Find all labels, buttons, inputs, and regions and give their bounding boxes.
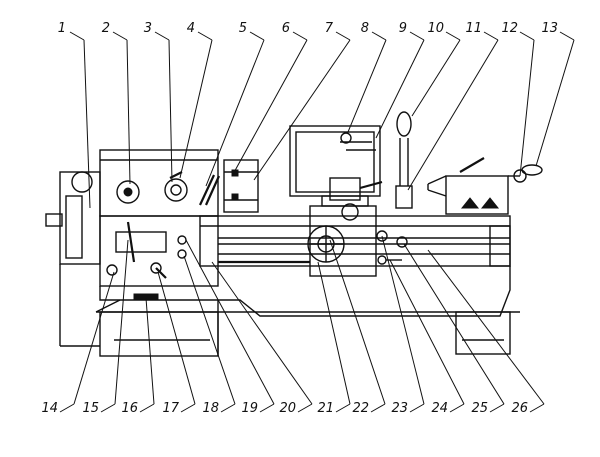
gearbox <box>99 215 219 301</box>
callout-7: 7 <box>325 21 334 36</box>
callout-numbers: 1 2 3 4 5 6 7 8 9 10 11 12 13 14 15 16 1… <box>41 21 558 416</box>
callout-23: 23 <box>391 401 408 416</box>
motor-housing <box>45 171 101 346</box>
callout-14: 14 <box>41 401 58 416</box>
callout-10: 10 <box>427 21 444 36</box>
callout-11: 11 <box>465 21 482 36</box>
callout-12: 12 <box>501 21 518 36</box>
callout-20: 20 <box>279 401 296 416</box>
tailstock <box>427 157 543 215</box>
callout-26: 26 <box>511 401 528 416</box>
callout-17: 17 <box>162 401 179 416</box>
lathe-base <box>60 266 520 357</box>
lathe-bed <box>199 215 511 267</box>
center-drill <box>395 111 413 209</box>
callout-9: 9 <box>399 21 407 36</box>
callout-24: 24 <box>431 401 448 416</box>
callout-18: 18 <box>202 401 219 416</box>
carriage <box>307 177 408 277</box>
chuck <box>223 159 259 213</box>
callout-13: 13 <box>541 21 558 36</box>
bottom-leader-lines <box>59 235 545 413</box>
top-leader-lines <box>69 31 575 209</box>
callout-8: 8 <box>361 21 369 36</box>
callout-4: 4 <box>187 21 195 36</box>
callout-5: 5 <box>239 21 247 36</box>
callout-16: 16 <box>121 401 138 416</box>
callout-22: 22 <box>352 401 369 416</box>
callout-2: 2 <box>102 21 110 36</box>
callout-1: 1 <box>58 21 66 36</box>
callout-15: 15 <box>82 401 99 416</box>
chip-guard <box>289 125 381 197</box>
callout-21: 21 <box>317 401 334 416</box>
callout-3: 3 <box>144 21 152 36</box>
headstock <box>99 149 221 217</box>
callout-19: 19 <box>241 401 258 416</box>
lathe-drawing <box>45 111 543 357</box>
callout-6: 6 <box>282 21 290 36</box>
callout-25: 25 <box>471 401 488 416</box>
